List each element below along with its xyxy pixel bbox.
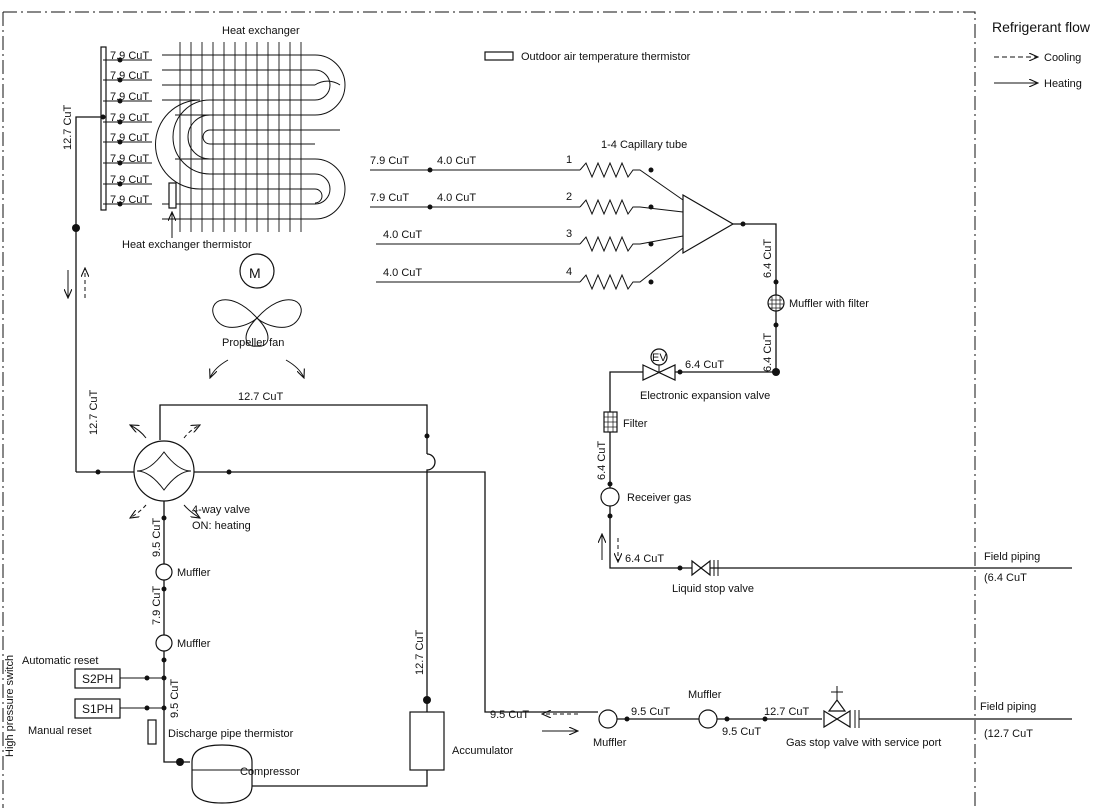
compressor-label: Compressor (240, 766, 300, 778)
gas-pipe-label-4: 12.7 CuT (764, 706, 810, 718)
accumulator-icon (409, 711, 445, 771)
gas-pipe-label-2: 9.5 CuT (631, 706, 670, 718)
high-pressure-switch-label: High pressure switch (4, 655, 16, 757)
discharge-pipe-label-2: 7.9 CuT (151, 586, 163, 625)
hx-branch-label: 7.9 CuT (110, 112, 149, 124)
legend-heating: Heating (1044, 78, 1082, 90)
legend-title: Refrigerant flow (992, 19, 1091, 35)
compressor: Compressor (176, 744, 300, 804)
liquid-line (609, 223, 1072, 569)
propeller-fan: M Propeller fan (210, 253, 304, 378)
field-piping-gas: Field piping (980, 701, 1036, 713)
discharge-pipe-thermistor (147, 719, 157, 745)
muffler-3-label: Muffler (593, 737, 627, 749)
s2ph-label: S2PH (82, 672, 113, 686)
electronic-expansion-valve: EV 6.4 CuT Electronic expansion valve (640, 348, 770, 402)
receiver-icon (600, 487, 620, 507)
muffler-2-icon (155, 634, 173, 652)
hx-branch-label: 7.9 CuT (110, 153, 149, 165)
receiver-label: Receiver gas (627, 492, 692, 504)
capillary-row-2-pipe-b: 4.0 CuT (437, 192, 476, 204)
hx-branch-label: 7.9 CuT (110, 174, 149, 186)
muffler-4-icon (698, 709, 718, 729)
four-way-valve-label-1: 4-way valve (192, 504, 250, 516)
field-gas-pipe-size: (12.7 CuT (984, 728, 1033, 740)
capillary-row-2-pipe-a: 7.9 CuT (370, 192, 409, 204)
discharge-pipe-label-3: 9.5 CuT (169, 679, 181, 718)
discharge-pipe-label-1: 9.5 CuT (151, 518, 163, 557)
gas-stop-valve (823, 686, 860, 729)
capillary-row-4-pipe: 4.0 CuT (383, 267, 422, 279)
capillary-row-4-number: 4 (566, 266, 572, 278)
receiver-pipe-label: 6.4 CuT (596, 441, 608, 480)
hx-branch-label: 7.9 CuT (110, 50, 149, 62)
field-liquid-pipe-size: (6.4 CuT (984, 572, 1027, 584)
gas-pipe-label-1: 9.5 CuT (490, 709, 529, 721)
muffler-with-filter-label: Muffler with filter (789, 298, 869, 310)
muffler-1-label: Muffler (177, 567, 211, 579)
outdoor-air-thermistor-label: Outdoor air temperature thermistor (521, 51, 691, 63)
heat-exchanger-thermistor-label: Heat exchanger thermistor (122, 239, 252, 251)
legend-cooling: Cooling (1044, 52, 1081, 64)
ev-pipe-label: 6.4 CuT (685, 359, 724, 371)
muffler-3-icon (598, 709, 618, 729)
capillary-row-1-number: 1 (566, 154, 572, 166)
gas-pipe-label-3: 9.5 CuT (722, 726, 761, 738)
fan-motor-icon (239, 253, 275, 289)
capillary-row-1-pipe-b: 4.0 CuT (437, 155, 476, 167)
outdoor-air-thermistor-symbol (484, 51, 514, 61)
four-way-valve-label-2: ON: heating (192, 520, 251, 532)
gas-stop-valve-label: Gas stop valve with service port (786, 737, 941, 749)
discharge-thermistor-label: Discharge pipe thermistor (168, 728, 294, 740)
propeller-fan-label: Propeller fan (222, 337, 284, 349)
liquid-stop-valve (691, 559, 711, 577)
legend: Refrigerant flow Cooling Heating (992, 19, 1091, 90)
ev-label: Electronic expansion valve (640, 390, 770, 402)
unit-boundary (2, 11, 976, 808)
heat-exchanger-title: Heat exchanger (222, 25, 300, 37)
muffler-1-icon (155, 563, 173, 581)
capillary-row-1-pipe-a: 7.9 CuT (370, 155, 409, 167)
accumulator-label: Accumulator (452, 745, 513, 757)
refrigerant-distributor (682, 193, 735, 255)
hx-branch-label: 7.9 CuT (110, 70, 149, 82)
liquid-stop-pipe-label: 6.4 CuT (625, 553, 664, 565)
fan-motor-symbol: M (249, 265, 261, 281)
field-piping-liquid: Field piping (984, 551, 1040, 563)
capillary-row-3-number: 3 (566, 228, 572, 240)
ev-symbol: EV (652, 352, 667, 364)
capillary-tubes: 1-4 Capillary tube 7.9 CuT 4.0 CuT 1 7.9… (370, 139, 735, 291)
capillary-row-3-pipe: 4.0 CuT (383, 229, 422, 241)
hx-branch-label: 7.9 CuT (110, 91, 149, 103)
muffler-2-label: Muffler (177, 638, 211, 650)
capillary-row-2-number: 2 (566, 191, 572, 203)
liquid-pipe-label-1: 6.4 CuT (762, 239, 774, 278)
accumulator-pipe-label: 12.7 CuT (414, 629, 426, 675)
left-pipe-label: 12.7 CuT (88, 389, 100, 435)
liquid-pipe-label-2: 6.4 CuT (762, 333, 774, 372)
filter-label: Filter (623, 418, 648, 430)
header-pipe-label: 12.7 CuT (62, 104, 74, 150)
four-way-valve (130, 425, 200, 518)
capillary-title: 1-4 Capillary tube (601, 139, 687, 151)
hx-branch-label: 7.9 CuT (110, 132, 149, 144)
s1ph-label: S1PH (82, 702, 113, 716)
loop-pipe-label: 12.7 CuT (238, 391, 284, 403)
heat-exchanger-thermistor (168, 182, 177, 209)
liquid-stop-label: Liquid stop valve (672, 583, 754, 595)
muffler-4-label: Muffler (688, 689, 722, 701)
hx-branch-label: 7.9 CuT (110, 194, 149, 206)
manual-reset-label: Manual reset (28, 725, 92, 737)
heat-exchanger: Heat exchanger (62, 25, 346, 472)
automatic-reset-label: Automatic reset (22, 655, 98, 667)
